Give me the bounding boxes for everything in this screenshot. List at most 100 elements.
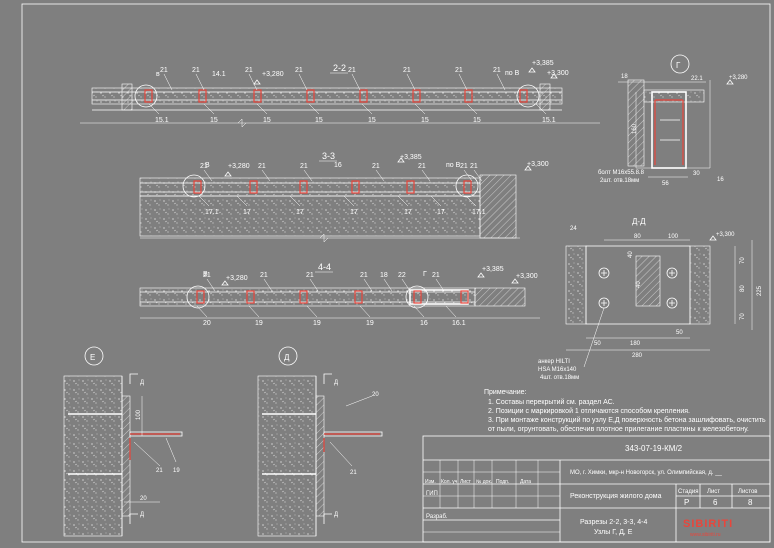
note-4: от пыли, огрунтовать, обеспечив плотное … [488,425,749,433]
connector [464,89,473,103]
sheet: 6 [713,498,718,507]
drawing-name-2: Узлы Г, Д, Е [594,529,633,536]
top-label: 21 [192,67,200,74]
top-label: 21 [200,163,208,170]
top-label: 21 [306,272,314,279]
section-title: 4-4 [318,262,331,272]
bottom-label: 16.1 [452,320,466,327]
dim-40: 40 [628,251,634,258]
dim-20: 20 [140,496,147,502]
mark-21: 21 [350,470,357,476]
anchor-1: анкер HILTI [538,359,570,365]
dim-160: 160 [632,123,638,134]
top-label: 22 [398,272,406,279]
cut-label: Д [140,512,144,518]
level-2: +3,385 [532,60,554,67]
dim-70a: 70 [740,257,746,264]
connector [144,89,153,103]
mark-po-b: по В [446,162,461,169]
dim-70b: 70 [740,313,746,320]
connector [299,180,308,194]
bottom-label: 17.1 [472,209,486,216]
node-title: Д-Д [632,217,646,226]
col-data: Дата [520,479,531,485]
stage-header: Стадия [678,489,698,495]
note-3: 3. При монтаже конструкций по узлу Е,Д п… [488,416,766,424]
node-dd: Д-Д 24 +3,300 80 100 40 40 70 80 70 225 … [538,217,763,381]
bottom-label: 15 [315,117,323,124]
connector [519,89,528,103]
mark-b: в [156,71,160,78]
title-block: 343-07-19-КМ/2 МО, г. Химки, мкр-н Новог… [422,435,771,543]
bottom-label: 17.1 [205,209,219,216]
bottom-label: 17 [437,209,445,216]
top-label: 21 [470,163,478,170]
logo: SIBIRITI [683,518,733,530]
node-g: Г 18 22.1 +3,280 160 болт М16х55.8.8 2шт… [598,54,748,187]
connector [198,89,207,103]
mark-b: В [205,162,210,169]
cut-label: Д [334,380,338,386]
logo-sub: www.sibiriti.ru [690,532,721,538]
bottom-label: 17 [404,209,412,216]
connector [412,89,421,103]
dim-100: 100 [136,409,142,420]
mark-19: 19 [173,468,180,474]
dim-30: 30 [693,171,700,177]
bottom-label: 16 [420,320,428,327]
top-label: 21 [203,272,211,279]
notes-title: Примечание: [484,389,527,396]
razrab: Разраб. [426,514,448,520]
sheet-header: Лист [707,489,720,495]
connector [413,290,422,304]
connector [351,180,360,194]
section-title: 2-2 [333,63,346,73]
top-label: 21 [360,272,368,279]
bottom-label: 15.1 [542,117,556,124]
top-label: 21 [403,67,411,74]
top-label: 21 [245,67,253,74]
col-kol: Кол. уч [441,479,458,485]
col-izm: Изм. [425,479,436,485]
dim-50a: 50 [676,330,683,336]
bottom-label: 15 [263,117,271,124]
bolt-qty: 2шт. отв.18мм [600,178,639,184]
node-label: Д [284,353,290,362]
level-1: +3,280 [226,275,248,282]
dim-56: 56 [662,181,669,187]
dim-100: 100 [668,234,679,240]
connector [193,180,202,194]
connector [253,89,262,103]
top-label: 21 [258,163,266,170]
gip: ГИП [426,491,438,497]
level-3: +3,300 [547,70,569,77]
level-3: +3,300 [516,273,538,280]
cut-label: Д [140,380,144,386]
level-3: +3,300 [527,161,549,168]
top-label: 21 [260,272,268,279]
bottom-label: 15 [473,117,481,124]
mark-24: 24 [570,226,577,232]
dim-80v: 80 [740,285,746,292]
address: МО, г. Химки, мкр-н Новогорск, ул. Олимп… [570,469,723,476]
node-label: Е [90,353,95,362]
bottom-label: 19 [255,320,263,327]
top-label: 21 [418,163,426,170]
bottom-label: 15 [421,117,429,124]
bottom-label: 19 [366,320,374,327]
connector [299,290,308,304]
mark-16: 16 [334,162,342,169]
connector [406,180,415,194]
mark-221: 22.1 [691,76,703,82]
mark-16: 16 [717,177,724,183]
connector [354,290,363,304]
node-label: Г [676,61,681,70]
sheets: 8 [748,498,753,507]
project-name: Реконструкция жилого дома [570,493,662,500]
section-title: 3-3 [322,151,335,161]
top-label: 21 [300,163,308,170]
bottom-label: 17 [296,209,304,216]
top-label: 21 [460,163,468,170]
